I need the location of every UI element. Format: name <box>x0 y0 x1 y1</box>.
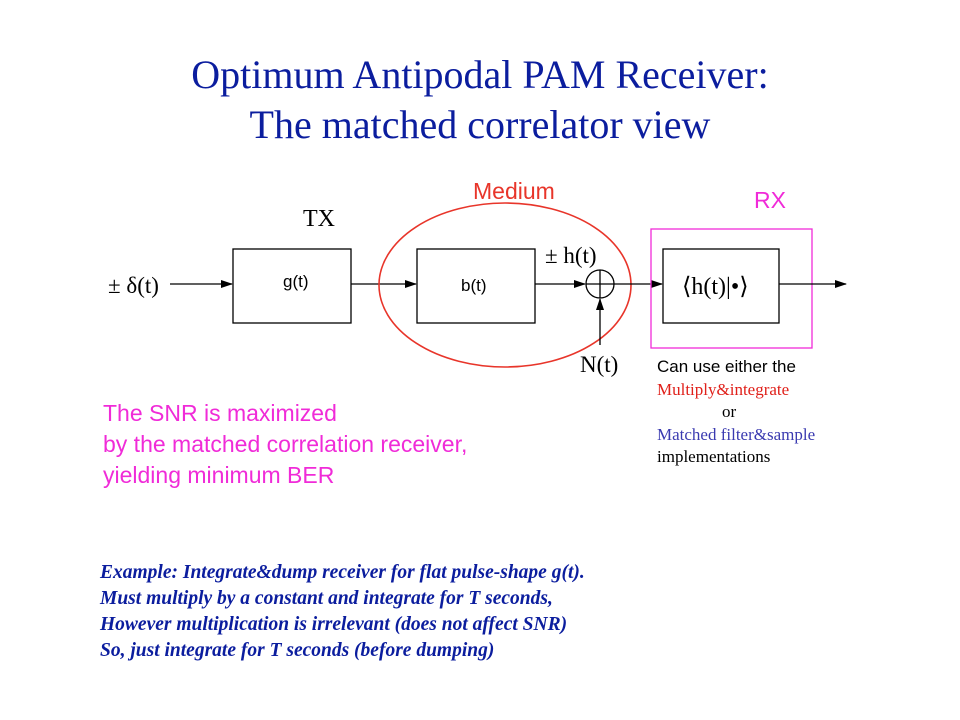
snr-line-2: by the matched correlation receiver, <box>103 431 468 457</box>
snr-line-3: yielding minimum BER <box>103 462 335 488</box>
b-block <box>416 248 536 324</box>
summing-junction <box>585 269 615 299</box>
impl-line-5: implementations <box>657 447 771 466</box>
h-label: ± h(t) <box>545 243 597 268</box>
impl-line-1: Can use either the <box>657 357 796 376</box>
correlator-label: ⟨h(t)|•⟩ <box>682 274 749 300</box>
slide-title: Optimum Antipodal PAM Receiver: The matc… <box>0 50 960 150</box>
rx-boundary <box>650 228 813 349</box>
impl-line-or: or <box>722 402 737 421</box>
input-label: ± δ(t) <box>108 273 159 298</box>
snr-line-1: The SNR is maximized <box>103 400 337 426</box>
title-line-2: The matched correlator view <box>249 102 711 147</box>
g-block <box>232 248 352 324</box>
medium-ellipse <box>378 202 632 368</box>
snr-statement: The SNR is maximized by the matched corr… <box>103 398 467 491</box>
noise-label: N(t) <box>580 352 618 377</box>
example-line-4: So, just integrate for T seconds (before… <box>100 640 495 661</box>
medium-label: Medium <box>473 178 555 204</box>
implementation-note: Can use either the Multiply&integrate or… <box>657 356 815 469</box>
example-text: Example: Integrate&dump receiver for fla… <box>100 560 585 664</box>
b-block-label: b(t) <box>461 276 487 295</box>
impl-line-multiply: Multiply&integrate <box>657 379 790 399</box>
rx-label: RX <box>754 187 786 213</box>
tx-label: TX <box>303 206 335 232</box>
title-line-1: Optimum Antipodal PAM Receiver: <box>191 52 769 97</box>
example-line-3: However multiplication is irrelevant (do… <box>100 614 568 635</box>
example-line-1: Example: Integrate&dump receiver for fla… <box>100 562 585 583</box>
g-block-label: g(t) <box>283 272 309 291</box>
correlator-block <box>662 248 780 324</box>
example-line-2: Must multiply by a constant and integrat… <box>100 588 553 609</box>
impl-line-matched: Matched filter&sample <box>657 424 816 444</box>
